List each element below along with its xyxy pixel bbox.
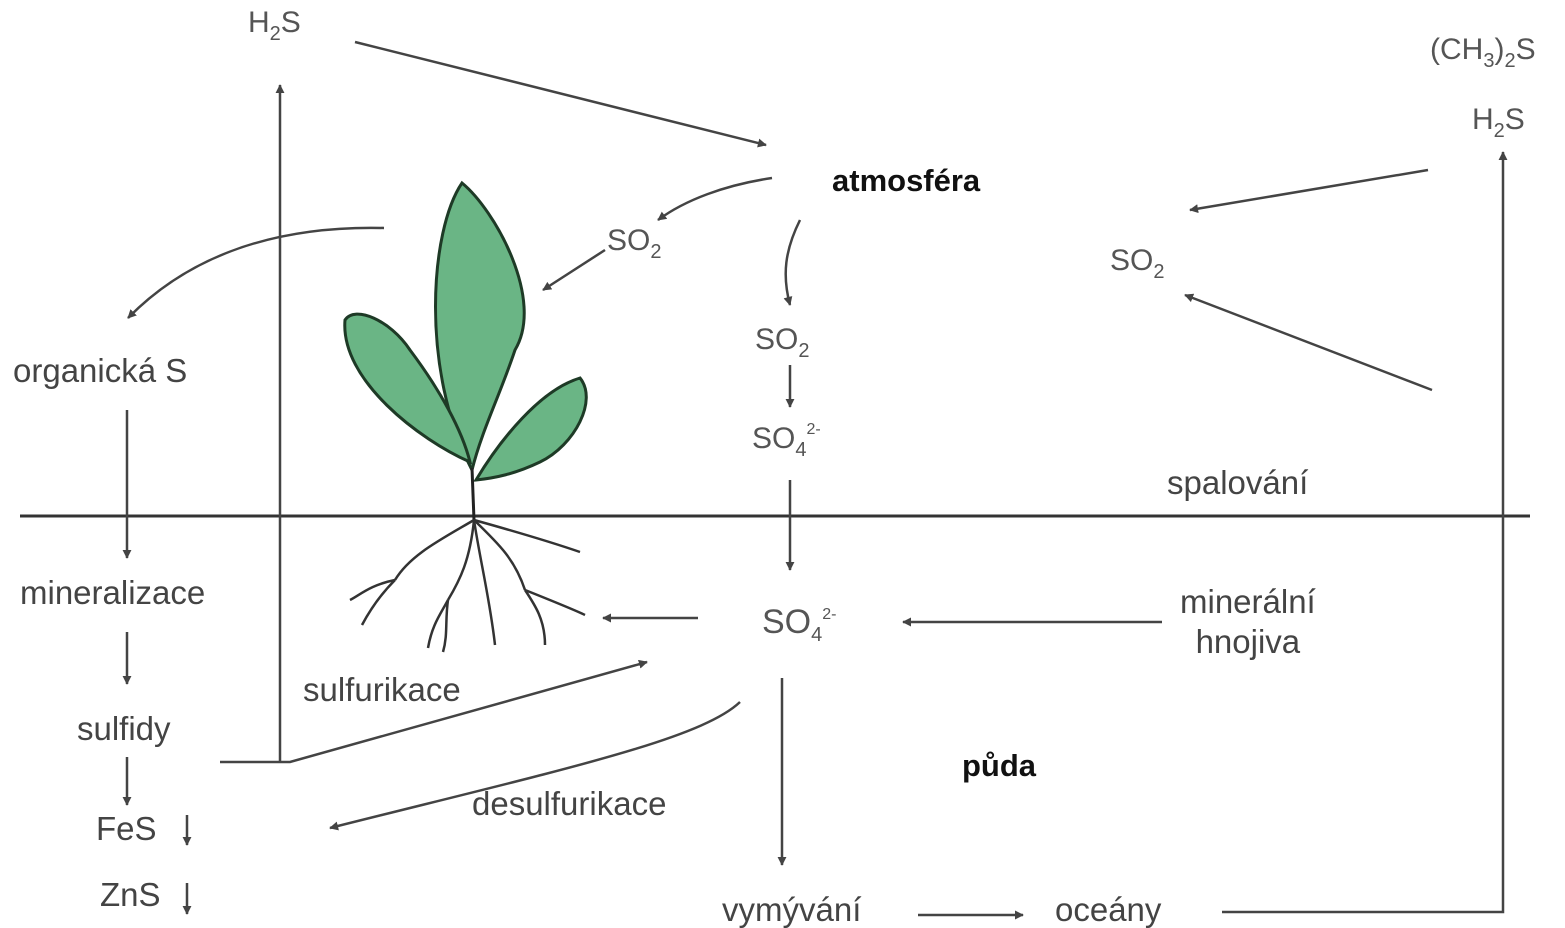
atmosphere-label: atmosféra [832, 165, 980, 196]
mineral-fertilizers-line2: hnojiva [1180, 622, 1316, 662]
zns-label: ZnS [100, 878, 161, 911]
sulfides-label: sulfidy [77, 712, 171, 745]
oceans-label: oceány [1055, 893, 1161, 926]
so2-right-label: SO2 [1110, 246, 1164, 282]
arrow-h2s-to-atmosphere [355, 42, 766, 145]
combustion-label: spalování [1167, 466, 1308, 499]
arrow-plant-to-organic-s [128, 228, 384, 318]
so2-center-label: SO2 [755, 325, 809, 361]
organic-s-label: organická S [13, 354, 187, 387]
leaching-label: vymývání [722, 893, 861, 926]
plant-illustration [345, 183, 586, 652]
mineralization-label: mineralizace [20, 576, 205, 609]
so4-soil-label: SO42- [762, 605, 836, 645]
fes-label: FeS [96, 812, 157, 845]
arrow-so2-to-plant [543, 250, 605, 290]
arrow-h2s-to-so2-right [1190, 170, 1428, 210]
soil-label: půda [962, 750, 1036, 781]
so4-air-label: SO42- [752, 422, 821, 460]
h2s-right-label: H2S [1472, 105, 1525, 141]
dms-label: (CH3)2S [1430, 35, 1536, 71]
arrow-atmosphere-to-so2-plant [658, 178, 772, 220]
arrow-oceans-up-to-h2s [1222, 152, 1503, 912]
arrow-combustion-to-so2-right [1185, 295, 1432, 390]
sulfurication-label: sulfurikace [303, 673, 461, 706]
so2-plant-label: SO2 [607, 226, 661, 262]
mineral-fertilizers-line1: minerální [1180, 582, 1316, 622]
h2s-left-label: H2S [248, 8, 301, 44]
plant-stem [472, 468, 474, 520]
arrow-atmosphere-to-so2-center [786, 220, 800, 305]
plant-roots [350, 520, 585, 652]
desulfurication-label: desulfurikace [472, 787, 666, 820]
mineral-fertilizers-label: minerální hnojiva [1180, 582, 1316, 661]
